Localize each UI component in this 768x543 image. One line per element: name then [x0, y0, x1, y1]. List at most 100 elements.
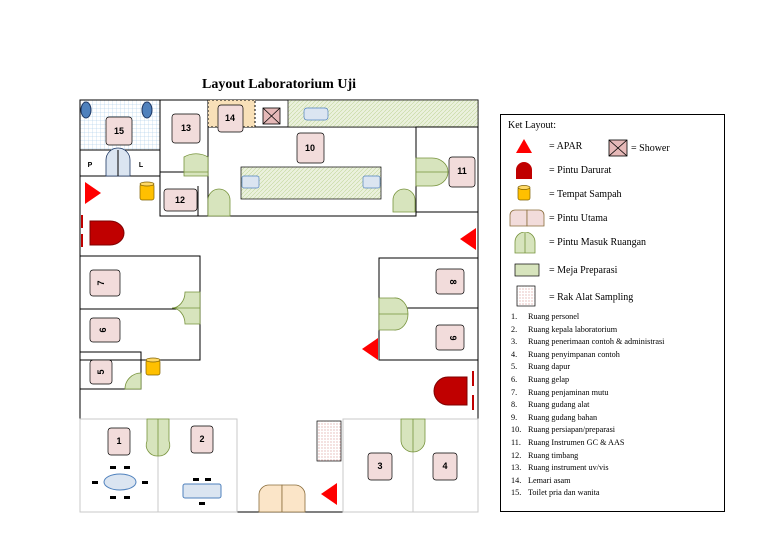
room-legend-name: Toilet pria dan wanita — [528, 488, 600, 498]
room-label-10: 10 — [305, 143, 315, 153]
room-legend-item: 7. Ruang penjaminan mutu — [511, 387, 664, 400]
legend-title: Ket Layout: — [508, 120, 557, 131]
room-legend-number: 2. — [511, 324, 518, 334]
room-label-1: 1 — [116, 436, 121, 446]
emergency-door-icon — [89, 220, 125, 246]
room-door-icon — [415, 157, 449, 187]
room-door-icon — [124, 372, 142, 390]
emergency-door-icon — [433, 376, 468, 406]
room-legend-number: 3. — [511, 337, 518, 347]
sink-top — [303, 107, 329, 121]
room-legend-name: Ruang penjaminan mutu — [528, 387, 609, 397]
prep-table-icon — [514, 263, 540, 277]
room-legend-name: Ruang penerimaan contoh & administrasi — [528, 337, 665, 347]
room-legend-name: Ruang kepala laboratorium — [528, 324, 618, 334]
meeting-table-1 — [92, 466, 148, 499]
room-legend-number: 7. — [511, 387, 518, 397]
room-legend-item: 13.Ruang instrument uv/vis — [511, 462, 664, 475]
room-legend-name: Ruang gudang alat — [528, 400, 590, 410]
room-label-13: 13 — [181, 123, 191, 133]
room-legend-item: 5.Ruang dapur — [511, 361, 664, 374]
room-label-6: 6 — [98, 327, 108, 332]
room-legend-number: 4. — [511, 349, 518, 359]
room-legend-name: Ruang personel — [528, 312, 580, 321]
legend-shower: = Shower — [631, 143, 670, 154]
room-label-5: 5 — [96, 369, 106, 374]
room-legend-item: 14.Lemari asam — [511, 475, 664, 488]
room-door-icon — [392, 188, 416, 213]
trash-bin-icon — [517, 185, 531, 201]
sampling-rack — [316, 420, 342, 462]
room-label-2: 2 — [199, 434, 204, 444]
room-legend-number: 6. — [511, 374, 518, 384]
room-tag-1 — [107, 427, 131, 456]
room-tag-5 — [89, 359, 113, 385]
toilet-label-l: L — [139, 162, 144, 169]
room-legend-name: Ruang gudang bahan — [528, 412, 598, 422]
room-legend-name: Lemari asam — [528, 475, 571, 485]
room-legend-item: 15. Toilet pria dan wanita — [511, 487, 664, 500]
legend-box: Ket Layout: = APAR = Shower = Pintu Daru… — [500, 114, 725, 512]
layout-title: Layout Laboratorium Uji — [202, 77, 356, 92]
room-tag-8 — [435, 268, 465, 295]
room-label-14: 14 — [225, 113, 235, 123]
room-legend-item: 3. Ruang penerimaan contoh & administrasi — [511, 336, 664, 349]
room-tag-6 — [89, 317, 121, 343]
room-doors — [124, 153, 449, 457]
room-label-12: 12 — [175, 195, 185, 205]
room-legend-item: 4. Ruang penyimpanan contoh — [511, 349, 664, 362]
room-label-3: 3 — [377, 461, 382, 471]
right-rooms — [378, 257, 479, 361]
room-legend-number: 12. — [511, 450, 522, 460]
room-legend-name: Ruang gelap — [528, 374, 570, 384]
room-door-icon — [400, 418, 426, 453]
room-label-7: 7 — [96, 280, 106, 285]
room-tag-3 — [367, 452, 393, 481]
room-legend-number: 9. — [511, 412, 518, 422]
main-door — [258, 484, 306, 513]
room-label-15: 15 — [114, 126, 124, 136]
room-label-8: 8 — [448, 279, 458, 284]
room-door-icon — [378, 297, 409, 331]
room-legend-number: 15. — [511, 488, 522, 498]
room-door-icon — [514, 232, 536, 254]
shower-icon — [608, 139, 628, 157]
room-legend-name: Ruang penyimpanan contoh — [528, 349, 620, 359]
room-legend-item: 12.Ruang timbang — [511, 450, 664, 463]
room-legend-item: 8.Ruang gudang alat — [511, 399, 664, 412]
room-tag-11 — [448, 156, 476, 188]
legend-emergency-door: = Pintu Darurat — [549, 165, 612, 176]
room-tag-9 — [435, 324, 465, 351]
toilet-label-p: P — [88, 162, 93, 169]
toilet-fixture-right — [141, 101, 153, 119]
room-legend-number: 10. — [511, 425, 522, 435]
legend-apar: = APAR — [549, 141, 583, 152]
room-door-icon — [145, 418, 171, 457]
room-tag-14 — [217, 104, 244, 133]
toilet-fixture-left — [80, 101, 92, 119]
room-tag-10 — [296, 132, 325, 164]
room-legend-name: Ruang instrument uv/vis — [528, 463, 609, 473]
room-legend-item: 11.Ruang Instrumen GC & AAS — [511, 437, 664, 450]
trash-bin-icon — [145, 357, 161, 376]
sampling-rack-icon — [516, 285, 536, 307]
room-legend-item: 10. Ruang persiapan/preparasi — [511, 424, 664, 437]
room-tag-12 — [163, 188, 198, 212]
left-rooms — [79, 255, 201, 390]
legend-main-door: = Pintu Utama — [549, 213, 608, 224]
room-legend-number: 5. — [511, 362, 518, 372]
room-door-icon — [183, 153, 209, 177]
legend-trash: = Tempat Sampah — [549, 189, 622, 200]
trash-bins — [139, 181, 161, 376]
apar-icon — [85, 182, 101, 204]
room-door-icon — [207, 188, 231, 217]
room-legend-item: 2. Ruang kepala laboratorium — [511, 324, 664, 337]
apar-icon — [321, 483, 337, 505]
room-tag-13 — [171, 113, 201, 144]
sink-left — [241, 175, 260, 189]
legend-sampling-rack: = Rak Alat Sampling — [549, 292, 634, 303]
room-legend-name: Ruang persiapan/preparasi — [528, 425, 616, 435]
room-legend-number: 11. — [511, 437, 521, 447]
